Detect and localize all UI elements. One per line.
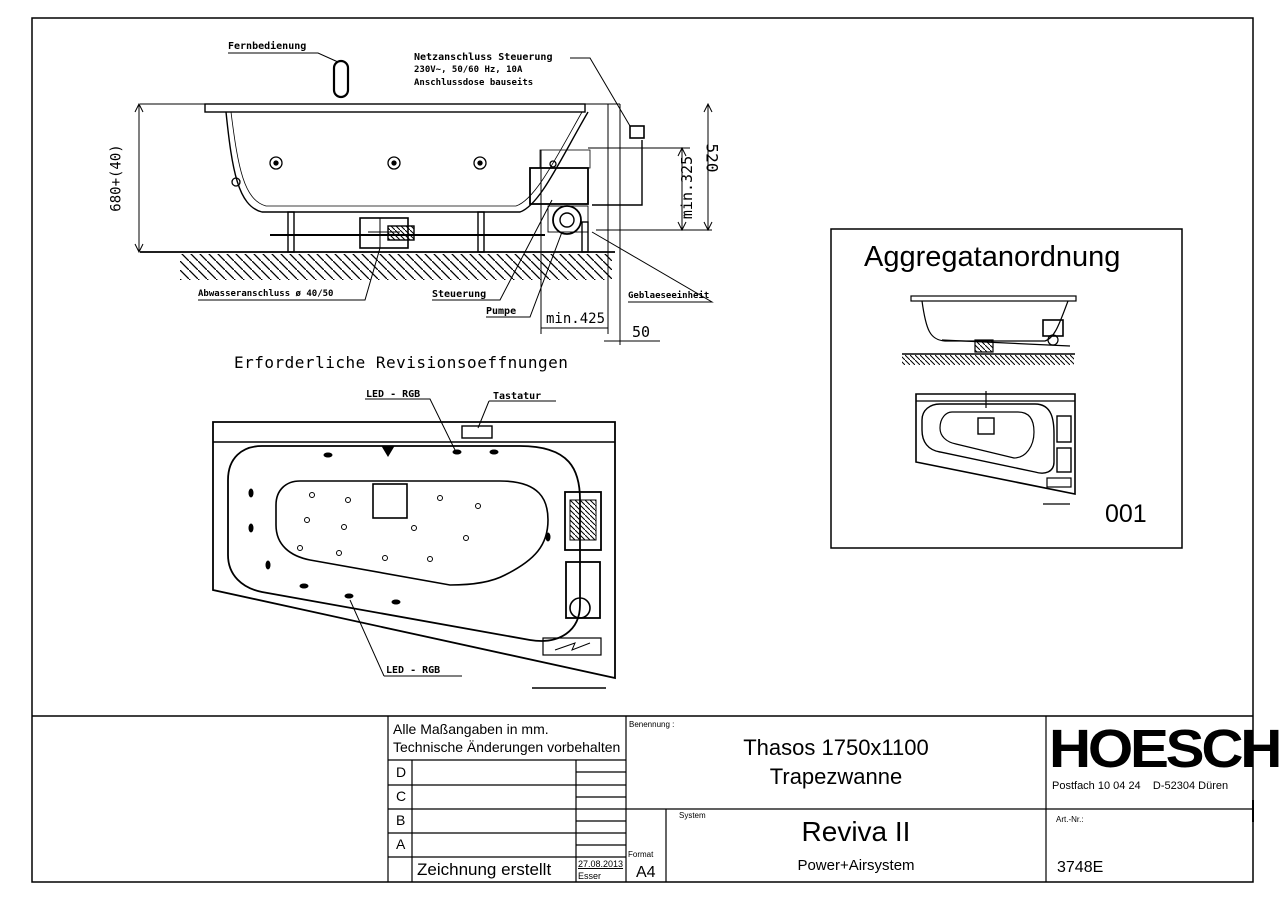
inset-frame xyxy=(830,228,1183,549)
format-value: A4 xyxy=(636,864,656,881)
note-changes: Technische Änderungen vorbehalten xyxy=(393,739,621,755)
inset-drawing xyxy=(902,295,1077,505)
dim-520: 520 xyxy=(702,143,722,173)
revision-d: D xyxy=(396,764,407,780)
created-label: Zeichnung erstellt xyxy=(417,860,552,879)
designation-model: Thasos 1750x1100 xyxy=(743,735,929,760)
format-label: Format xyxy=(628,850,654,859)
designation-label: Benennung : xyxy=(629,720,675,729)
title-block-grid xyxy=(32,715,1254,882)
system-name: Reviva II xyxy=(801,816,911,847)
revision-c: C xyxy=(396,788,407,804)
jet-nozzles-side xyxy=(231,156,557,187)
label-led-top: LED - RGB xyxy=(366,389,421,400)
side-view-drawing xyxy=(134,52,714,345)
label-pump: Pumpe xyxy=(486,306,517,317)
dim-min325: min.325 xyxy=(678,155,697,220)
label-power-supply-1: Netzanschluss Steuerung xyxy=(414,52,553,63)
artnr-value: 3748E xyxy=(1057,859,1104,876)
revision-a: A xyxy=(396,836,406,852)
company-address: Postfach 10 04 24 D-52304 Düren xyxy=(1052,780,1229,792)
label-power-supply-3: Anschlussdose bauseits xyxy=(414,78,534,88)
revision-b: B xyxy=(396,812,406,828)
dim-50: 50 xyxy=(632,323,651,341)
label-blower: Geblaeseeinheit xyxy=(628,291,710,301)
inset-code: 001 xyxy=(1105,500,1147,528)
note-dimensions: Alle Maßangaben in mm. xyxy=(393,721,549,737)
top-view-drawing xyxy=(212,398,616,689)
company-logo: HOESCH xyxy=(1049,719,1280,779)
created-by: Esser xyxy=(578,871,602,881)
label-power-supply-2: 230V~, 50/60 Hz, 10A xyxy=(414,65,523,75)
label-keypad: Tastatur xyxy=(493,391,542,402)
jet-nozzles-top xyxy=(248,445,551,605)
label-drain: Abwasseranschluss ø 40/50 xyxy=(198,289,334,299)
label-remote: Fernbedienung xyxy=(228,41,307,52)
designation-type: Trapezwanne xyxy=(769,764,903,789)
label-led-bottom: LED - RGB xyxy=(386,665,441,676)
system-subtitle: Power+Airsystem xyxy=(797,857,915,874)
top-view-heading: Erforderliche Revisionsoeffnungen xyxy=(234,353,569,372)
label-control: Steuerung xyxy=(432,289,487,300)
dim-total-height: 680+(40) xyxy=(108,144,125,212)
dim-min425: min.425 xyxy=(546,311,606,327)
artnr-label: Art.-Nr.: xyxy=(1056,815,1084,824)
created-date: 27.08.2013 xyxy=(578,859,624,869)
inset-title: Aggregatanordnung xyxy=(864,241,1121,273)
system-label: System xyxy=(679,811,706,820)
sheet-border xyxy=(31,17,1254,883)
